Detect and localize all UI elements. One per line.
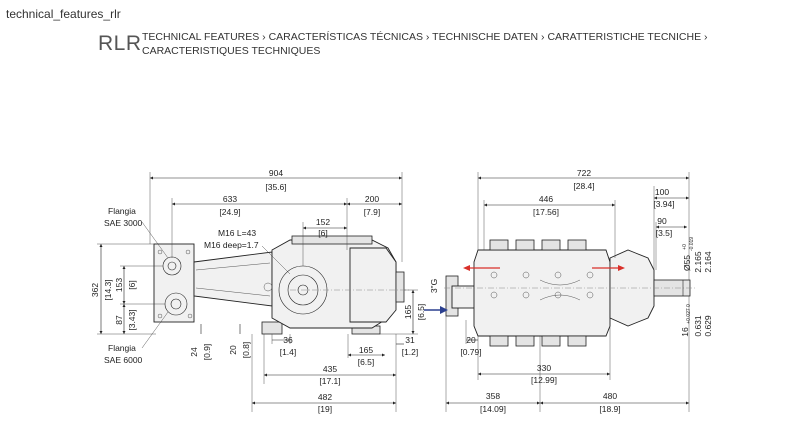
model-code: RLR <box>98 32 142 55</box>
inlet-manifold <box>451 285 477 309</box>
dim-330-in: [12.99] <box>531 375 557 385</box>
dim-31-in: [1.2] <box>402 347 419 357</box>
dim-358-mm: 358 <box>486 391 500 401</box>
side-shaft-stub <box>395 271 405 303</box>
dim-446-in: [17.56] <box>533 207 559 217</box>
dim-633-in: [24.9] <box>219 207 240 217</box>
dim-633-mm: 633 <box>223 194 237 204</box>
inlet-thread-label: 3"G <box>429 279 439 293</box>
dim-87-in: [3.43] <box>127 309 137 330</box>
dim-152-in: [6] <box>318 228 327 238</box>
dim-20-top-mm: 20 <box>466 335 476 345</box>
dim-20-mm: 20 <box>228 345 238 355</box>
features-title-line-1: TECHNICAL FEATURES › CARACTERÍSTICAS TÉC… <box>142 31 708 43</box>
key-inch-2: 0.629 <box>703 315 713 337</box>
dim-200-mm: 200 <box>365 194 379 204</box>
top-view-dimensions: 3"G 722 [28.4] 446 [17.56] 100 [3.94] 90… <box>429 168 713 414</box>
dim-20-in: [0.8] <box>241 342 251 359</box>
dim-100-mm: 100 <box>655 187 669 197</box>
dim-36-in: [1.4] <box>280 347 297 357</box>
dim-24-mm: 24 <box>189 347 199 357</box>
fluid-end-block <box>153 243 195 323</box>
features-title: TECHNICAL FEATURES › CARACTERÍSTICAS TÉC… <box>142 30 762 58</box>
file-name-label: technical_features_rlr <box>6 7 121 21</box>
dim-20-top-in: [0.79] <box>460 347 481 357</box>
dim-482-in: [19] <box>318 404 332 414</box>
dim-480-in: [18.9] <box>599 404 620 414</box>
dim-153-mm: 153 <box>114 278 124 292</box>
shaft-diameter: Ø55 <box>682 255 692 271</box>
pump-neck <box>193 251 273 307</box>
side-foot-mid <box>261 321 283 335</box>
dim-446-mm: 446 <box>539 194 553 204</box>
dim-31-mm: 31 <box>405 335 415 345</box>
dim-358-in: [14.09] <box>480 404 506 414</box>
shaft-inch-2: 2.164 <box>703 251 713 273</box>
dim-200-in: [7.9] <box>364 207 381 217</box>
dim-165-in: [6.5] <box>358 357 375 367</box>
dim-330-mm: 330 <box>537 363 551 373</box>
dim-152-mm: 152 <box>316 217 330 227</box>
dim-362-mm: 362 <box>90 283 100 297</box>
dim-165-mm: 165 <box>359 345 373 355</box>
crankcase-top-cover <box>291 235 373 245</box>
flange-top-label-1: Flangia <box>108 206 136 216</box>
shaft-tol-upper: +0 <box>682 244 688 250</box>
dim-722-mm: 722 <box>577 168 591 178</box>
oil-plug <box>263 282 273 292</box>
dim-722-in: [28.4] <box>573 181 594 191</box>
dim-435-in: [17.1] <box>319 376 340 386</box>
dim-87-mm: 87 <box>114 315 124 325</box>
dim-90-mm: 90 <box>657 216 667 226</box>
top-view-pump <box>424 239 696 347</box>
thread-label-1: M16 L=43 <box>218 228 256 238</box>
dim-165v-in: [6.5] <box>416 304 426 321</box>
dim-90-in: [3.5] <box>656 228 673 238</box>
shaft-tol-lower: -0.019 <box>689 237 695 251</box>
dim-480-mm: 480 <box>603 391 617 401</box>
side-view-pump <box>153 235 410 335</box>
gear-housing <box>349 247 397 323</box>
dim-36-mm: 36 <box>283 335 293 345</box>
flange-bottom-label-1: Flangia <box>108 343 136 353</box>
dim-904-in: [35.6] <box>265 182 286 192</box>
thread-label-2: M16 deep=1.7 <box>204 240 259 250</box>
side-view-dimensions: 904 [35.6] 633 [24.9] 200 [7.9] 152 [6] … <box>90 168 426 414</box>
flange-bottom-label-2: SAE 6000 <box>104 355 143 365</box>
dim-153-in: [6] <box>127 280 137 289</box>
features-title-line-2: CARACTERISTIQUES TECHNIQUES <box>142 45 321 57</box>
dim-435-mm: 435 <box>323 364 337 374</box>
dim-24-in: [0.9] <box>202 344 212 361</box>
dim-362-in: [14.3] <box>103 279 113 300</box>
dim-904-mm: 904 <box>269 168 283 178</box>
key-width: 16 <box>680 327 690 337</box>
fluid-end-top <box>473 249 611 337</box>
dim-165v-mm: 165 <box>403 305 413 319</box>
shaft-inch-1: 2.165 <box>693 251 703 273</box>
key-inch-1: 0.631 <box>693 315 703 337</box>
dim-482-mm: 482 <box>318 392 332 402</box>
flange-top-label-2: SAE 3000 <box>104 218 143 228</box>
dim-100-in: [3.94] <box>653 199 674 209</box>
